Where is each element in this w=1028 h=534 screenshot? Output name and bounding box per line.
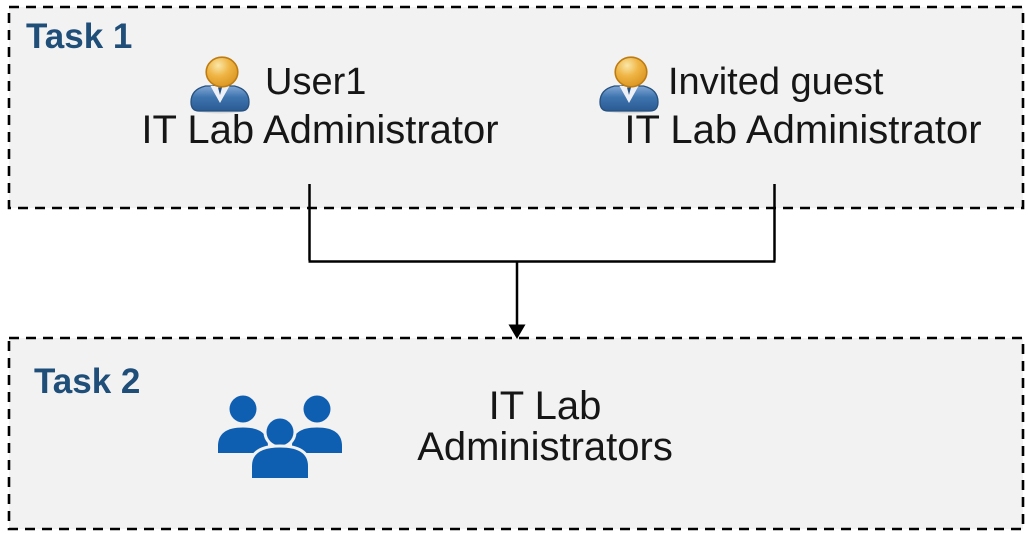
member-name: Invited guest xyxy=(668,61,884,103)
member-role: IT Lab Administrator xyxy=(624,108,982,152)
member-name: User1 xyxy=(265,61,367,103)
task1-label: Task 1 xyxy=(26,17,133,56)
group-back-left-body xyxy=(218,427,268,453)
group-name: IT Lab Administrators xyxy=(417,384,673,469)
group-back-right-head xyxy=(303,395,331,423)
task1-box xyxy=(7,5,1025,210)
connector-arrowhead-icon xyxy=(508,324,526,339)
task2-box xyxy=(7,336,1025,531)
group-back-left-head xyxy=(229,395,257,423)
group-front-head xyxy=(263,415,297,449)
people-group-icon xyxy=(218,395,342,481)
group-front-body xyxy=(249,444,311,481)
person-icon xyxy=(599,56,659,114)
member-role: IT Lab Administrator xyxy=(141,108,499,152)
group-back-right-body xyxy=(292,427,342,453)
person-icon xyxy=(190,56,250,114)
connector-lines xyxy=(308,184,776,326)
task2-label: Task 2 xyxy=(34,362,141,401)
